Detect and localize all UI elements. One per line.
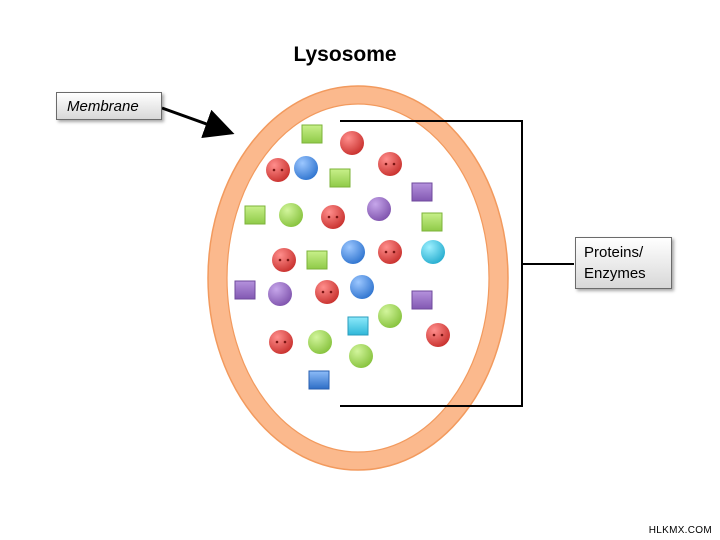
purple-square: [234, 280, 256, 300]
green-square: [244, 205, 266, 225]
blue-circle: [350, 275, 374, 299]
proteins-enzymes-label: Proteins/ Enzymes: [575, 237, 672, 289]
green-circle: [378, 304, 402, 328]
purple-circle: [268, 282, 292, 306]
red-circle: [321, 205, 345, 229]
green-square: [329, 168, 351, 188]
green-circle: [308, 330, 332, 354]
blue-circle: [294, 156, 318, 180]
red-circle: [378, 240, 402, 264]
green-circle: [279, 203, 303, 227]
red-circle: [315, 280, 339, 304]
enzyme-molecules: [234, 124, 450, 390]
membrane-label: Membrane: [56, 92, 162, 120]
cyan-circle: [421, 240, 445, 264]
red-circle: [269, 330, 293, 354]
green-square: [301, 124, 323, 144]
red-circle: [340, 131, 364, 155]
purple-circle: [367, 197, 391, 221]
purple-square: [411, 182, 433, 202]
red-circle-faces: [272, 162, 444, 344]
green-square: [421, 212, 443, 232]
diagram-title: Lysosome: [293, 43, 397, 66]
blue-circle: [341, 240, 365, 264]
purple-square: [411, 290, 433, 310]
watermark: HLKMX.COM: [648, 525, 712, 536]
blue-square: [308, 370, 330, 390]
green-circle: [349, 344, 373, 368]
green-square: [306, 250, 328, 270]
red-circle: [426, 323, 450, 347]
red-circle: [266, 158, 290, 182]
red-circle: [272, 248, 296, 272]
cyan-square: [347, 316, 369, 336]
arrow-icon: [161, 106, 235, 139]
bracket-icon: [340, 120, 574, 407]
red-circle: [378, 152, 402, 176]
